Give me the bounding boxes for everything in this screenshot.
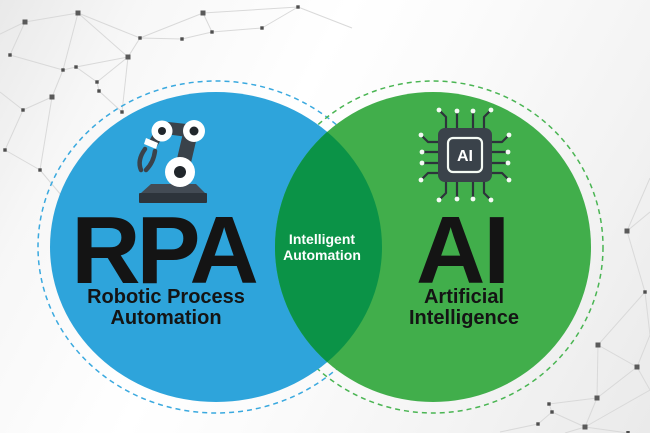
robot-claw xyxy=(137,146,158,173)
robot-base-top xyxy=(141,184,205,193)
overlap-region xyxy=(275,92,382,402)
ai-subtitle-line1: Artificial xyxy=(423,286,505,308)
overlap-label-line2: Automation xyxy=(283,247,361,263)
chip-pins xyxy=(420,109,510,201)
chip-pin-dots xyxy=(418,107,512,203)
rpa-title: RPA xyxy=(71,197,259,304)
robot-base-slab xyxy=(139,193,207,203)
rpa-subtitle-line1: Robotic Process xyxy=(87,286,245,308)
overlap-label: Intelligent Automation xyxy=(283,231,361,263)
ai-title: AI xyxy=(416,197,510,304)
robot-arm-icon xyxy=(137,120,207,203)
overlap-label-line1: Intelligent xyxy=(288,231,356,247)
ai-subtitle: Artificial Intelligence xyxy=(409,287,519,329)
network-mesh-top-left xyxy=(0,5,353,209)
ai-chip-icon: AI xyxy=(418,107,512,203)
chip-body xyxy=(438,128,492,182)
chip-inner-frame xyxy=(446,136,484,174)
rpa-subtitle: Robotic Process Automation xyxy=(87,287,245,329)
ai-circle-ring xyxy=(262,80,604,414)
rpa-subtitle-line2: Automation xyxy=(110,307,222,329)
network-mesh-bottom-right xyxy=(499,177,650,433)
chip-label: AI xyxy=(457,148,473,165)
ai-subtitle-line2: Intelligence xyxy=(408,307,520,329)
robot-wrist-band xyxy=(144,138,158,149)
